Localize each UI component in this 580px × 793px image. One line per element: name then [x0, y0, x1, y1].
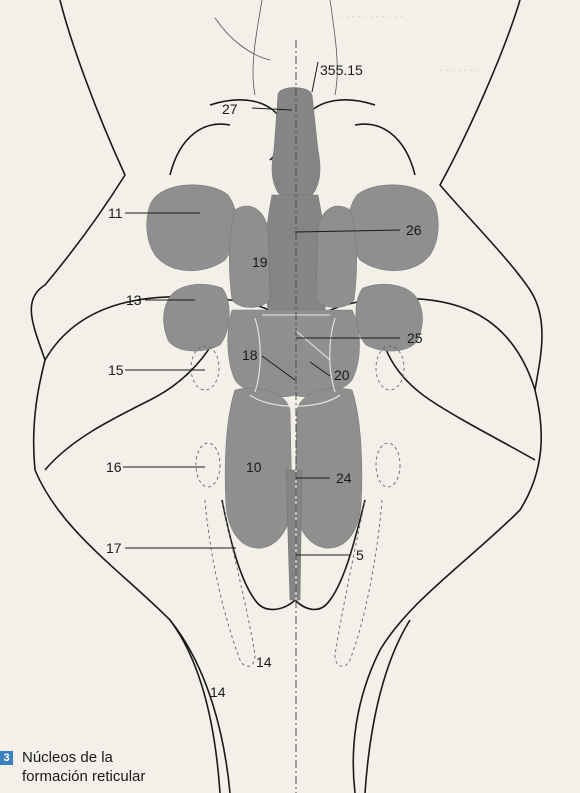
nucleus-15 — [191, 346, 219, 390]
nucleus-16 — [196, 443, 220, 487]
label-27: 27 — [222, 101, 238, 117]
label-26: 26 — [406, 222, 422, 238]
nucleus-19-right — [316, 206, 357, 307]
label-24: 24 — [336, 470, 352, 486]
reticular-nuclei — [147, 88, 439, 601]
nucleus-16-right — [376, 443, 400, 487]
label-15: 15 — [108, 362, 124, 378]
nucleus-11-right — [348, 185, 438, 271]
nucleus-13 — [164, 284, 230, 351]
nucleus-11 — [147, 185, 237, 271]
label-5: 5 — [356, 547, 364, 563]
label-10: 10 — [246, 459, 262, 475]
label-14-a: 14 — [256, 654, 272, 670]
legend-caption: Núcleos de la formación reticular — [22, 748, 145, 786]
legend-line-1: Núcleos de la — [22, 748, 145, 767]
nucleus-5 — [286, 470, 302, 600]
legend-line-2: formación reticular — [22, 767, 145, 786]
label-17: 17 — [106, 540, 122, 556]
label-19: 19 — [252, 254, 268, 270]
label-14-b: 14 — [210, 684, 226, 700]
figure-legend: 3 Núcleos de la formación reticular — [0, 748, 145, 793]
label-355-15: 355.15 — [320, 62, 363, 78]
nucleus-15-right — [376, 346, 404, 390]
label-25: 25 — [407, 330, 423, 346]
label-18: 18 — [242, 347, 258, 363]
label-13: 13 — [126, 292, 142, 308]
nucleus-24 — [295, 388, 362, 548]
label-11: 11 — [108, 205, 123, 221]
label-16: 16 — [106, 459, 122, 475]
legend-badge: 3 — [0, 751, 13, 765]
label-20: 20 — [334, 367, 350, 383]
